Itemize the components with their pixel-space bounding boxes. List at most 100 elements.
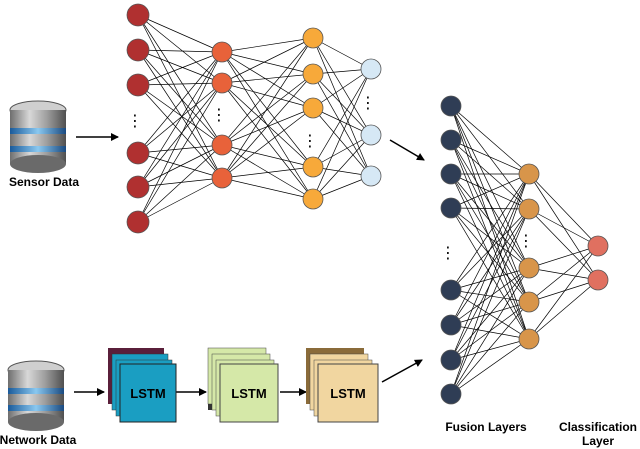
network-data-label: Network Data xyxy=(0,433,77,447)
fusion-l2-node xyxy=(518,198,540,220)
edge xyxy=(221,82,314,200)
lstm-3-label: LSTM xyxy=(330,386,365,401)
fusion-l1-ellipsis: ⋮ xyxy=(440,243,456,262)
network-edges xyxy=(137,14,599,395)
edge xyxy=(137,49,223,146)
sensor-l3-node xyxy=(302,97,324,119)
edge xyxy=(137,82,223,154)
edge xyxy=(137,51,223,86)
classification-layer-label-line2: Layer xyxy=(582,434,614,448)
edge xyxy=(221,73,314,146)
edge xyxy=(528,173,599,247)
edge xyxy=(137,14,223,146)
edge xyxy=(450,267,530,291)
edge xyxy=(450,207,530,210)
sensor-l2-node xyxy=(211,167,233,189)
edge xyxy=(450,267,530,326)
edge xyxy=(137,144,223,154)
edge xyxy=(137,84,223,179)
edge xyxy=(312,73,372,136)
edge xyxy=(450,338,530,395)
edge xyxy=(137,82,223,188)
edge xyxy=(450,173,530,209)
edge xyxy=(221,73,314,179)
fusion-l1-node xyxy=(440,197,462,219)
lstm-2-label: LSTM xyxy=(231,386,266,401)
sensor-database-icon xyxy=(9,100,67,173)
fusion-l2-node xyxy=(518,328,540,350)
class-l-node xyxy=(587,235,609,257)
fusion-l2-node xyxy=(518,257,540,279)
sensor-l2-ellipsis: ⋮ xyxy=(211,105,227,124)
edge xyxy=(528,279,599,340)
sensor-l4-ellipsis: ⋮ xyxy=(360,93,376,112)
class-l-node xyxy=(587,269,609,291)
edge xyxy=(312,107,372,177)
lstm-1-label: LSTM xyxy=(130,386,165,401)
sensor-to-fusion-arrow xyxy=(389,139,425,161)
edge xyxy=(450,207,530,269)
edge xyxy=(528,279,599,303)
sensor-l3-node xyxy=(302,188,324,210)
lstm-block-2: LSTM xyxy=(207,347,279,423)
edge xyxy=(312,134,372,200)
sensor-l4-node xyxy=(360,58,382,80)
edges-sensor-l1-l2 xyxy=(137,14,223,223)
edge xyxy=(312,73,372,177)
sensor-l4-node xyxy=(360,124,382,146)
edge xyxy=(312,37,372,70)
edge xyxy=(137,14,223,179)
edge xyxy=(450,173,530,210)
edge xyxy=(137,49,223,179)
sensor-l2-node xyxy=(211,41,233,63)
sensor-l2-node xyxy=(211,134,233,156)
edge xyxy=(450,139,530,269)
edge xyxy=(137,49,223,84)
edge xyxy=(137,144,223,223)
edge xyxy=(528,245,599,340)
fusion-l2-node xyxy=(518,163,540,185)
sensor-l1-node xyxy=(126,175,150,199)
edge xyxy=(450,338,530,361)
edge xyxy=(450,301,530,395)
sensor-l3-node xyxy=(302,156,324,178)
sensor-l2-node xyxy=(211,72,233,94)
edge xyxy=(137,51,223,223)
fusion-l1-node xyxy=(440,314,462,336)
edge xyxy=(221,37,314,53)
edges-sensor-l2-l3 xyxy=(221,37,314,200)
edge xyxy=(312,68,372,109)
fusion-l1-node xyxy=(440,129,462,151)
lstm-block-1: LSTM xyxy=(108,348,177,423)
edge xyxy=(221,166,314,179)
edge xyxy=(450,139,530,210)
lstm-to-fusion-arrow xyxy=(381,359,423,383)
lstm-block-3: LSTM xyxy=(306,348,379,423)
fusion-l1-node xyxy=(440,95,462,117)
sensor-l3-node xyxy=(302,27,324,49)
fusion-l1-node xyxy=(440,163,462,185)
edge xyxy=(221,82,314,109)
sensor-l3-node xyxy=(302,63,324,85)
edge xyxy=(528,245,599,269)
edge xyxy=(137,152,223,179)
edge xyxy=(137,84,223,146)
edge xyxy=(312,68,372,168)
edge xyxy=(221,37,314,179)
sensor-l1-node xyxy=(126,73,150,97)
edge xyxy=(450,105,530,269)
fusion-l1-node xyxy=(440,349,462,371)
sensor-l1-node xyxy=(126,38,150,62)
edge xyxy=(312,107,372,136)
edge xyxy=(450,267,530,395)
edge xyxy=(450,289,530,303)
edge xyxy=(312,37,372,177)
edge xyxy=(528,173,599,281)
classification-layer-label-line1: Classification xyxy=(559,420,637,434)
fusion-l2-node xyxy=(518,291,540,313)
edge xyxy=(450,173,530,361)
edge xyxy=(528,208,599,281)
edge xyxy=(221,37,314,146)
edge xyxy=(137,82,223,86)
